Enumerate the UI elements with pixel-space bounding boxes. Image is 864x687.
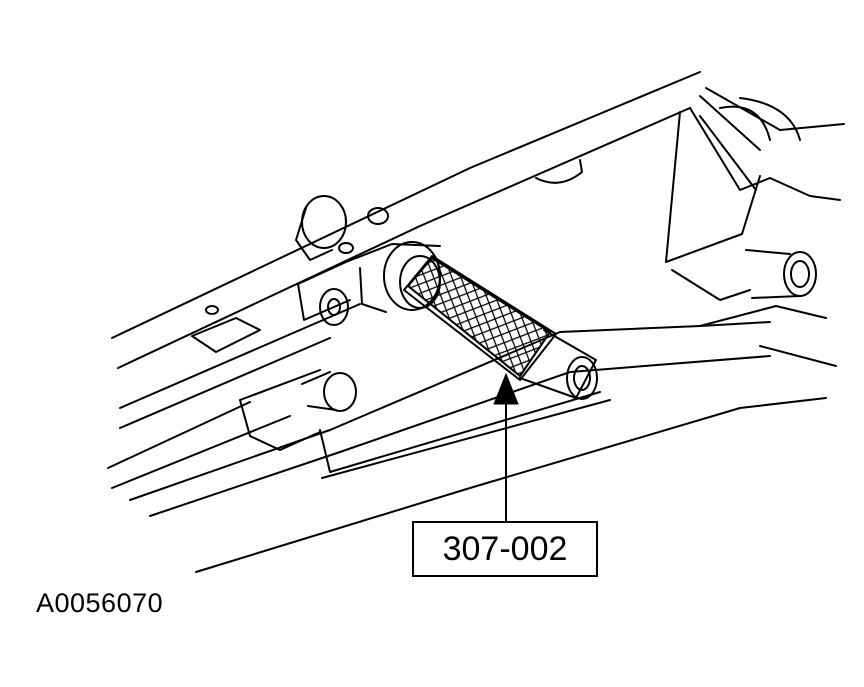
- housing-outline: [107, 71, 845, 573]
- right-boss: [745, 249, 817, 299]
- valve-block: [205, 207, 441, 326]
- left-boss: [295, 195, 347, 261]
- upper-pocket: [535, 159, 583, 184]
- lower-boss: [301, 371, 357, 412]
- part-number-label: 307-002: [442, 529, 568, 568]
- alignment-tool: [383, 241, 598, 400]
- arrow-head-icon: [493, 372, 519, 405]
- figure-id: A0056070: [36, 588, 164, 618]
- part-number-callout: 307-002: [412, 521, 598, 577]
- left-flange: [191, 317, 321, 451]
